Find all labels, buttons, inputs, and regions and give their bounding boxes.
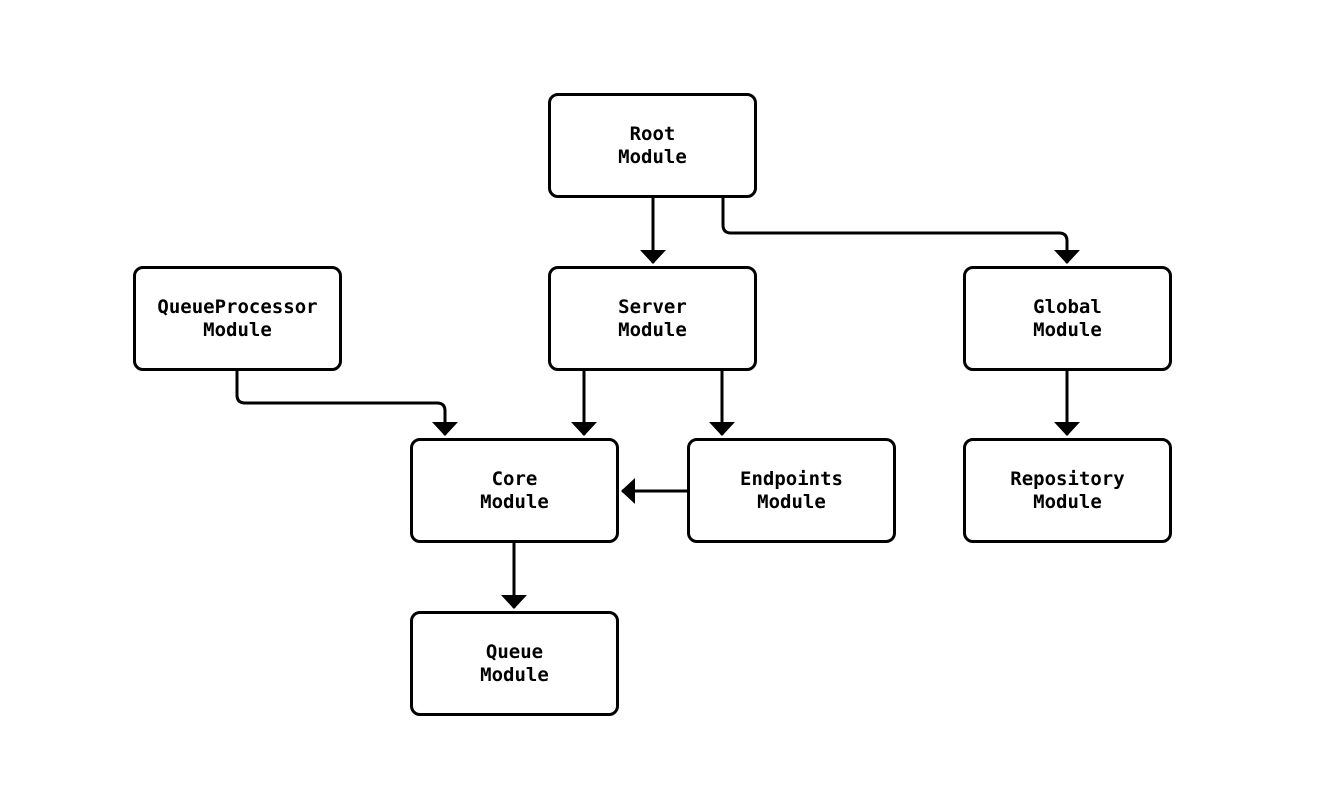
node-queueprocessor-module-label: QueueProcessor Module bbox=[157, 295, 318, 341]
node-queue-module: Queue Module bbox=[410, 611, 619, 716]
node-root-module-label: Root Module bbox=[618, 122, 687, 168]
node-endpoints-module: Endpoints Module bbox=[687, 438, 896, 543]
node-queueprocessor-module: QueueProcessor Module bbox=[133, 266, 342, 371]
node-endpoints-module-label: Endpoints Module bbox=[740, 467, 843, 513]
node-queue-module-label: Queue Module bbox=[480, 640, 549, 686]
edge-root-global bbox=[721, 198, 1080, 264]
node-server-module: Server Module bbox=[548, 266, 757, 371]
node-server-module-label: Server Module bbox=[618, 295, 687, 341]
node-core-module-label: Core Module bbox=[480, 467, 549, 513]
edge-queueprocessor-core bbox=[235, 371, 458, 436]
node-repository-module: Repository Module bbox=[963, 438, 1172, 543]
node-global-module-label: Global Module bbox=[1033, 295, 1102, 341]
node-core-module: Core Module bbox=[410, 438, 619, 543]
node-root-module: Root Module bbox=[548, 93, 757, 198]
node-repository-module-label: Repository Module bbox=[1010, 467, 1125, 513]
node-global-module: Global Module bbox=[963, 266, 1172, 371]
